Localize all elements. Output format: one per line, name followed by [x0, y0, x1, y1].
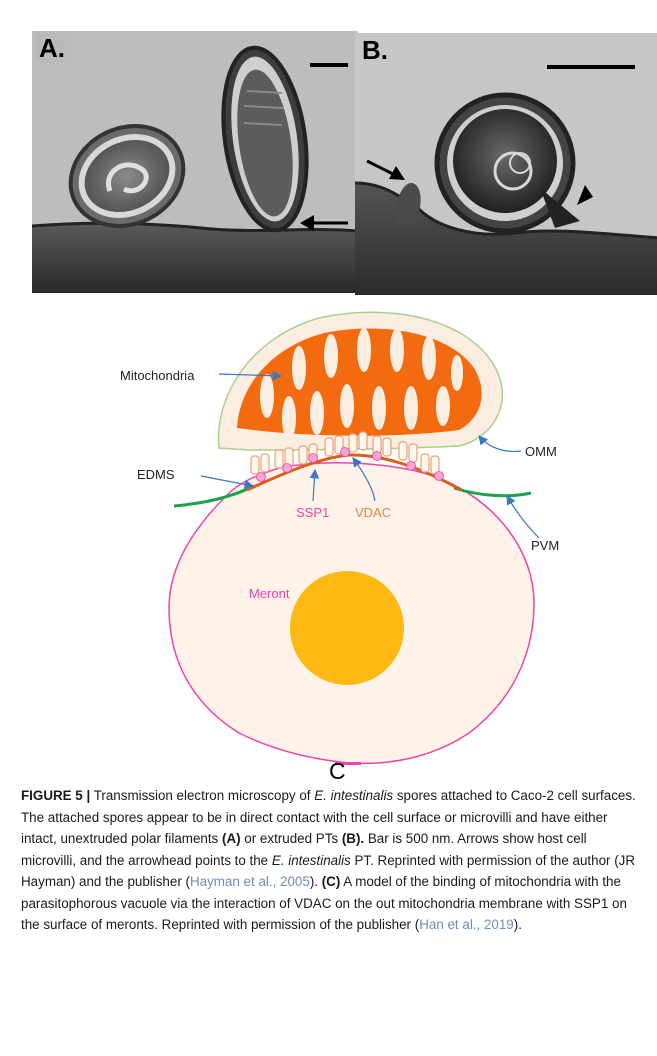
caption-species: E. intestinalis [272, 853, 351, 868]
caption-text: or extruded PTs [241, 831, 342, 846]
label-omm: OMM [525, 444, 557, 459]
citation-link[interactable]: Han et al., 2019 [419, 917, 514, 932]
citation-link[interactable]: Hayman et al., 2005 [190, 874, 310, 889]
meront-nucleus [290, 571, 404, 685]
caption-panel-ref: (A) [222, 831, 241, 846]
caption-text: ). [514, 917, 522, 932]
label-mitochondria: Mitochondria [120, 368, 195, 383]
label-edms: EDMS [137, 467, 175, 482]
caption-panel-ref: (C) [322, 874, 341, 889]
label-pvm: PVM [531, 538, 559, 553]
label-ssp1: SSP1 [296, 505, 329, 520]
figure-5: A. [19, 18, 639, 778]
caption-panel-ref: (B). [342, 831, 364, 846]
caption-text: ). [310, 874, 322, 889]
caption-text: Transmission electron microscopy of [90, 788, 314, 803]
caption-species: E. intestinalis [314, 788, 393, 803]
label-meront: Meront [249, 586, 290, 601]
panel-c-label: C [329, 758, 346, 785]
label-vdac: VDAC [355, 505, 391, 520]
figure-caption: FIGURE 5 | Transmission electron microsc… [21, 785, 639, 936]
caption-figure-number: FIGURE 5 | [21, 788, 90, 803]
binding-model-diagram: Mitochondria OMM EDMS SSP1 VDAC PVM Mero… [19, 18, 639, 778]
